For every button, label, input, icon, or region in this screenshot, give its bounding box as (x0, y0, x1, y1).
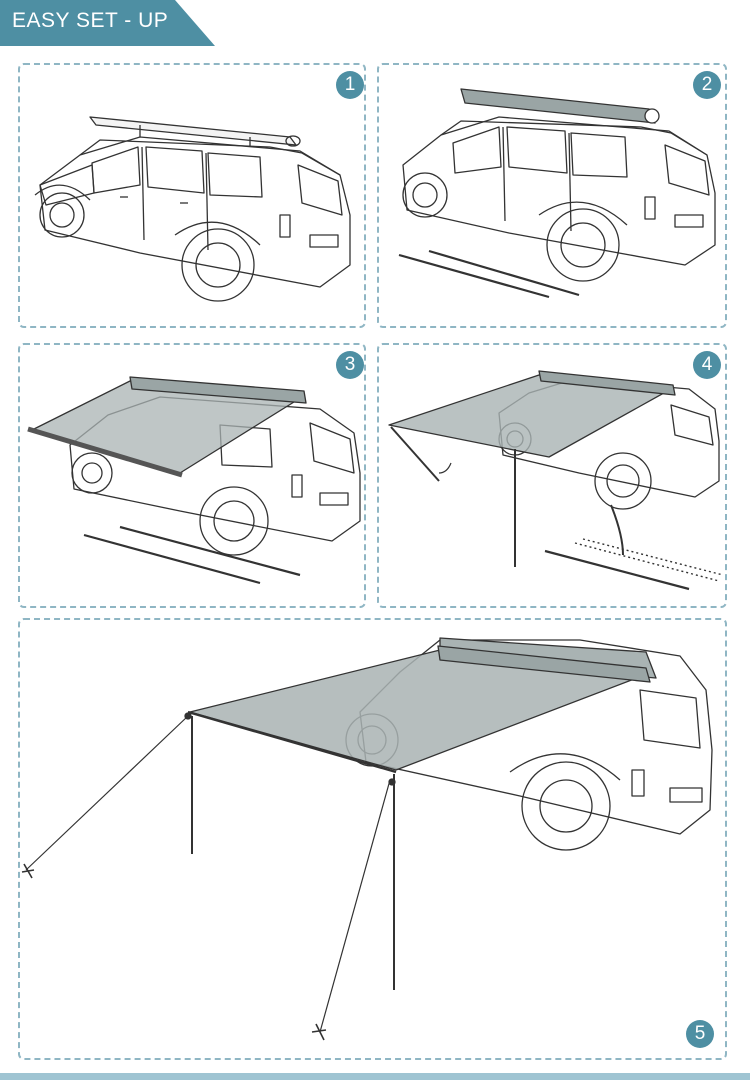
step-number-badge: 2 (693, 71, 721, 99)
bottom-bar (0, 1073, 750, 1080)
step-number-badge: 4 (693, 351, 721, 379)
step-3-illustration (27, 376, 361, 585)
step-number-badge: 5 (686, 1020, 714, 1048)
header-banner (0, 0, 215, 46)
step-number-badge: 1 (336, 71, 364, 99)
step-3-panel: 3 (18, 343, 366, 608)
step-number-badge: 3 (336, 351, 364, 379)
step-4-illustration (388, 370, 724, 591)
page-title: EASY SET - UP (12, 9, 169, 32)
step-4-panel: 4 (377, 343, 727, 608)
step-1-panel: 1 (18, 63, 366, 328)
step-5-panel: 5 (18, 618, 727, 1060)
step-5-illustration (21, 637, 713, 1041)
step-2-illustration (398, 88, 716, 299)
step-1-illustration (34, 116, 351, 302)
step-2-panel: 2 (377, 63, 727, 328)
